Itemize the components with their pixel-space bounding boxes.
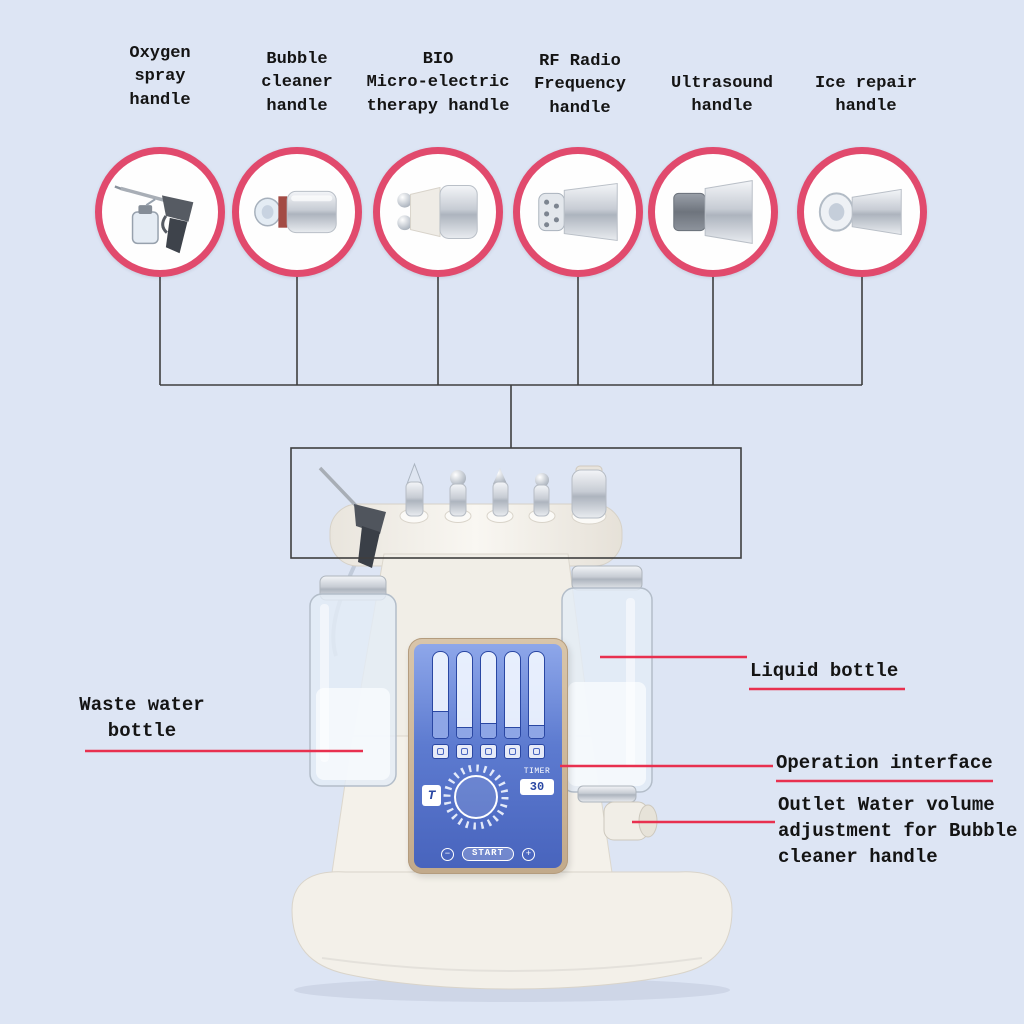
handle-photo-bio-micro-electric [373,147,503,277]
handle-photo-ultrasound [648,147,778,277]
handle-label-bubble-cleaner: Bubble cleaner handle [261,50,333,116]
screen-level-bars [422,651,554,739]
ultrasound-handle-icon [673,180,753,244]
minus-button: − [441,847,454,861]
timer-label: TIMER [523,767,551,776]
handle-label-ultrasound: Ultrasound handle [670,74,774,117]
handle-photo-oxygen-spray [95,147,225,277]
screen-mode-icons [422,744,554,759]
oxygen-spray-handle-icon [114,185,194,254]
handle-label-oxygen-spray: Oxygen spray handle [129,44,191,110]
handle-label-bio-micro-electric: BIO Micro-electric therapy handle [366,50,510,116]
operation-interface-label: Operation interface [776,752,993,774]
waste-water-bottle-label: Waste water bottle [79,694,205,743]
level-bar [527,651,545,739]
outlet-adjustment-label: Outlet Water volume adjustment for Bubbl… [778,794,1018,869]
level-bar [455,651,473,739]
machine-base [291,871,733,990]
operation-interface-screen: T TIMER 30 − START + [414,644,562,868]
device-screen: T TIMER 30 − START + [408,638,568,874]
handle-label-rf-radio-frequency: RF Radio Frequency handle [534,52,626,118]
mode-icon [455,744,473,759]
waste-water-bottle [309,575,397,787]
ice-repair-handle-icon [818,188,902,236]
timer-value: 30 [520,779,554,795]
liquid-bottle [561,565,653,803]
level-bar [503,651,521,739]
mode-icon [431,744,449,759]
rf-handle-icon [538,182,618,242]
timer-block: TIMER 30 [520,767,554,795]
liquid-bottle-label: Liquid bottle [750,660,899,682]
t-mode-button: T [422,785,441,806]
start-button: START [462,847,514,861]
bubble-cleaner-handle-icon [254,190,337,234]
outlet-volume-knob [603,801,658,841]
dial-zone: T TIMER 30 [422,759,554,846]
plus-button: + [522,847,535,861]
handle-photo-rf-radio-frequency [513,147,643,277]
level-bar [431,651,449,739]
screen-bottom-controls: − START + [422,846,554,862]
level-bar [479,651,497,739]
treatment-dial [443,764,509,830]
bio-therapy-handle-icon [397,185,478,239]
handle-photo-bubble-cleaner [232,147,362,277]
mode-icon [527,744,545,759]
handle-label-ice-repair: Ice repair handle [814,74,918,117]
mode-icon [479,744,497,759]
mode-icon [503,744,521,759]
handle-photo-ice-repair [797,147,927,277]
